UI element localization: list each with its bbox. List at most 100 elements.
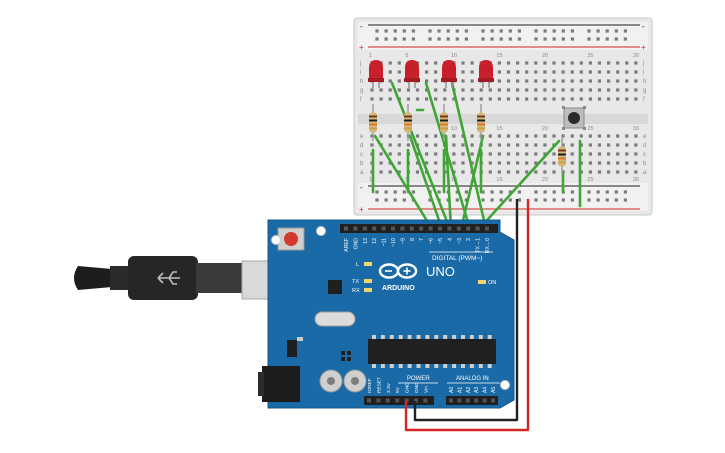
- breadboard-hole[interactable]: [434, 170, 438, 174]
- breadboard-hole[interactable]: [543, 161, 547, 165]
- breadboard-hole[interactable]: [625, 161, 629, 165]
- breadboard-hole[interactable]: [506, 88, 511, 92]
- breadboard-hole[interactable]: [452, 97, 456, 101]
- rail-hole[interactable]: [375, 198, 379, 202]
- breadboard-hole[interactable]: [425, 134, 429, 138]
- rail-hole[interactable]: [384, 37, 388, 41]
- rail-hole[interactable]: [428, 198, 432, 202]
- breadboard-hole[interactable]: [616, 143, 620, 147]
- breadboard-hole[interactable]: [388, 97, 392, 101]
- breadboard-hole[interactable]: [579, 143, 583, 147]
- rail-hole[interactable]: [605, 190, 609, 194]
- header-pin[interactable]: [474, 398, 479, 403]
- breadboard-hole[interactable]: [516, 97, 520, 101]
- breadboard-hole[interactable]: [461, 61, 465, 65]
- breadboard-hole[interactable]: [561, 134, 565, 138]
- rail-hole[interactable]: [517, 29, 521, 33]
- breadboard-hole[interactable]: [616, 161, 620, 165]
- breadboard-hole[interactable]: [379, 161, 383, 165]
- rail-hole[interactable]: [614, 37, 618, 41]
- wire-red-5v[interactable]: [404, 199, 530, 432]
- rail-hole[interactable]: [428, 37, 432, 41]
- breadboard-hole[interactable]: [597, 134, 602, 138]
- breadboard-hole[interactable]: [461, 143, 465, 147]
- breadboard-hole[interactable]: [488, 152, 492, 156]
- breadboard-hole[interactable]: [516, 134, 520, 138]
- breadboard-hole[interactable]: [543, 88, 547, 92]
- rail-hole[interactable]: [587, 37, 591, 41]
- breadboard-hole[interactable]: [488, 170, 492, 174]
- breadboard-hole[interactable]: [634, 70, 638, 74]
- breadboard-hole[interactable]: [434, 161, 438, 165]
- breadboard-hole[interactable]: [497, 79, 501, 83]
- rail-hole[interactable]: [623, 190, 627, 194]
- header-pin[interactable]: [438, 226, 442, 231]
- rail-hole[interactable]: [393, 37, 397, 41]
- breadboard-hole[interactable]: [607, 79, 611, 83]
- breadboard-hole[interactable]: [534, 97, 538, 101]
- breadboard-hole[interactable]: [525, 61, 529, 65]
- breadboard-hole[interactable]: [543, 134, 547, 138]
- breadboard-hole[interactable]: [506, 97, 511, 101]
- breadboard-hole[interactable]: [434, 152, 438, 156]
- breadboard-hole[interactable]: [443, 88, 447, 92]
- power-wires[interactable]: [404, 199, 530, 432]
- breadboard-hole[interactable]: [516, 170, 520, 174]
- breadboard-hole[interactable]: [388, 152, 392, 156]
- breadboard-hole[interactable]: [470, 79, 474, 83]
- resistors[interactable]: [369, 104, 566, 175]
- header-pin[interactable]: [447, 226, 452, 231]
- rail-hole[interactable]: [490, 198, 494, 202]
- breadboard-hole[interactable]: [525, 88, 529, 92]
- breadboard-hole[interactable]: [397, 79, 401, 83]
- rail-hole[interactable]: [428, 29, 432, 33]
- breadboard-hole[interactable]: [506, 161, 511, 165]
- breadboard-hole[interactable]: [561, 143, 565, 147]
- breadboard-hole[interactable]: [506, 61, 511, 65]
- rail-hole[interactable]: [402, 198, 406, 202]
- breadboard-hole[interactable]: [379, 88, 383, 92]
- breadboard-hole[interactable]: [388, 79, 392, 83]
- breadboard-hole[interactable]: [425, 97, 429, 101]
- breadboard-hole[interactable]: [370, 88, 374, 92]
- breadboard-hole[interactable]: [588, 170, 592, 174]
- breadboard-hole[interactable]: [588, 61, 592, 65]
- wire-green[interactable]: [450, 81, 488, 231]
- led-red[interactable]: [404, 60, 420, 88]
- breadboard-hole[interactable]: [634, 161, 638, 165]
- breadboard-hole[interactable]: [634, 143, 638, 147]
- rail-hole[interactable]: [499, 37, 503, 41]
- header-pin[interactable]: [372, 226, 377, 231]
- rail-hole[interactable]: [411, 37, 415, 41]
- breadboard-hole[interactable]: [579, 88, 583, 92]
- breadboard-hole[interactable]: [443, 97, 447, 101]
- rail-hole[interactable]: [587, 198, 591, 202]
- usb-cable[interactable]: [74, 256, 277, 300]
- breadboard-hole[interactable]: [525, 134, 529, 138]
- breadboard-hole[interactable]: [534, 161, 538, 165]
- breadboard-hole[interactable]: [570, 61, 574, 65]
- header-pin[interactable]: [344, 226, 348, 231]
- breadboard-hole[interactable]: [634, 79, 638, 83]
- breadboard-hole[interactable]: [470, 134, 474, 138]
- rail-hole[interactable]: [508, 190, 512, 194]
- breadboard-hole[interactable]: [625, 61, 629, 65]
- breadboard-hole[interactable]: [516, 79, 520, 83]
- breadboard-hole[interactable]: [625, 70, 629, 74]
- breadboard-hole[interactable]: [534, 152, 538, 156]
- breadboard-hole[interactable]: [634, 97, 638, 101]
- breadboard-hole[interactable]: [607, 170, 611, 174]
- rail-hole[interactable]: [570, 37, 574, 41]
- rail-hole[interactable]: [534, 190, 538, 194]
- rail-hole[interactable]: [481, 190, 485, 194]
- breadboard-hole[interactable]: [516, 88, 520, 92]
- rail-hole[interactable]: [561, 198, 565, 202]
- breadboard-hole[interactable]: [597, 97, 602, 101]
- rail-hole[interactable]: [437, 29, 441, 33]
- rail-hole[interactable]: [464, 29, 468, 33]
- breadboard-hole[interactable]: [570, 134, 574, 138]
- breadboard-hole[interactable]: [625, 170, 629, 174]
- breadboard-hole[interactable]: [434, 134, 438, 138]
- breadboard-hole[interactable]: [516, 70, 520, 74]
